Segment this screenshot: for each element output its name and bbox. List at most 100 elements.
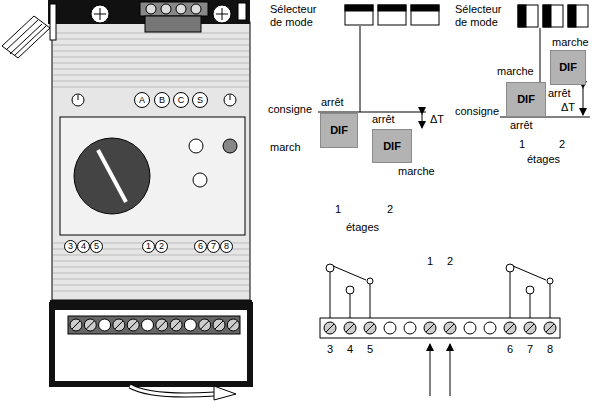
label-text: consigne — [268, 103, 312, 116]
ribs — [53, 30, 249, 90]
screws — [324, 322, 556, 334]
terminal-number: 2 — [559, 138, 565, 151]
screw — [424, 322, 436, 334]
screw — [464, 322, 476, 334]
node-text: DIF — [517, 94, 535, 105]
knob — [91, 5, 109, 23]
terminal-number: 7 — [527, 343, 533, 356]
screw — [213, 319, 225, 331]
node-text: 6 — [198, 242, 203, 251]
label-text: étages — [346, 221, 379, 234]
mode-switch — [345, 5, 439, 25]
connector — [50, 4, 56, 40]
terminal-number: 8 — [220, 240, 233, 253]
indicator — [72, 94, 84, 106]
screw-slot — [546, 324, 554, 332]
screw — [364, 322, 376, 334]
label-text: Sélecteur de mode — [455, 3, 513, 28]
leader-line — [360, 26, 361, 112]
screw — [484, 322, 496, 334]
terminal-number: 3 — [64, 240, 77, 253]
terminal-number: 1 — [142, 240, 155, 253]
screws — [146, 4, 201, 14]
label-text: marche — [398, 165, 435, 178]
top-terminal — [140, 2, 208, 16]
input-arrow — [450, 344, 451, 396]
dif-band: DIF — [320, 113, 358, 148]
node-text: 2 — [159, 242, 164, 251]
terminal-letter: C — [173, 92, 189, 108]
label-text: étages — [527, 153, 560, 166]
screw — [344, 322, 356, 334]
label-text: marche — [497, 65, 534, 78]
dif-band: DIF — [372, 129, 412, 163]
screw-slot — [201, 321, 209, 329]
label-text: Sélecteur de mode — [270, 3, 328, 28]
dial — [74, 138, 150, 214]
mode-switch — [518, 5, 588, 27]
screw — [544, 322, 556, 334]
terminal-number: 5 — [367, 343, 373, 356]
screw — [524, 322, 536, 334]
led — [193, 173, 207, 187]
ribs — [53, 240, 249, 295]
terminal-block — [320, 318, 560, 338]
screw-slot — [346, 324, 354, 332]
terminal-letter: A — [134, 92, 150, 108]
screws — [70, 319, 239, 331]
terminal-number: 4 — [77, 240, 90, 253]
label-text: consigne — [455, 105, 499, 118]
node-text: 7 — [211, 242, 216, 251]
screw — [184, 319, 196, 331]
cable-bundle — [2, 16, 50, 58]
node-text: 5 — [94, 242, 99, 251]
switch — [238, 3, 246, 20]
relay-contact — [326, 264, 373, 318]
screw — [99, 319, 111, 331]
label-text: arrêt — [510, 119, 533, 132]
screw-slot — [72, 321, 80, 329]
screw-slot — [172, 321, 180, 329]
screw-slot — [129, 321, 137, 329]
screw-slot — [115, 321, 123, 329]
screw — [504, 322, 516, 334]
node-text: 1 — [146, 242, 151, 251]
terminal-number: 1 — [427, 255, 433, 268]
terminal-letter: S — [192, 92, 208, 108]
curved-arrow — [130, 386, 215, 395]
screw — [404, 322, 416, 334]
node-text: S — [197, 96, 203, 105]
screw — [84, 319, 96, 331]
dif-band: DIF — [550, 50, 586, 85]
terminal-letter: B — [154, 92, 170, 108]
delta-arrow — [422, 114, 423, 128]
screw — [70, 319, 82, 331]
curved-arrow — [214, 386, 236, 400]
label-text: march — [270, 141, 301, 154]
terminal-number: 7 — [207, 240, 220, 253]
screw — [127, 319, 139, 331]
dif-band: DIF — [506, 82, 546, 117]
label-text: arrêt — [548, 87, 571, 100]
node-text: DIF — [383, 141, 401, 152]
terminal-number: 1 — [519, 138, 525, 151]
label-text: arrêt — [372, 113, 395, 126]
terminal-number: 2 — [447, 255, 453, 268]
screw — [199, 319, 211, 331]
screw-slot — [506, 324, 514, 332]
terminal-number: 3 — [327, 343, 333, 356]
leader-line — [540, 28, 541, 82]
screw — [324, 322, 336, 334]
screw-slot — [366, 324, 374, 332]
terminal-number: 8 — [547, 343, 553, 356]
screw — [227, 319, 239, 331]
terminal-number: 4 — [347, 343, 353, 356]
node-text: DIF — [559, 62, 577, 73]
delta-arrow — [583, 88, 584, 115]
label-text: marche — [552, 36, 589, 49]
label-text: ΔT — [430, 113, 444, 126]
screw-slot — [526, 324, 534, 332]
input-arrow — [430, 344, 431, 396]
